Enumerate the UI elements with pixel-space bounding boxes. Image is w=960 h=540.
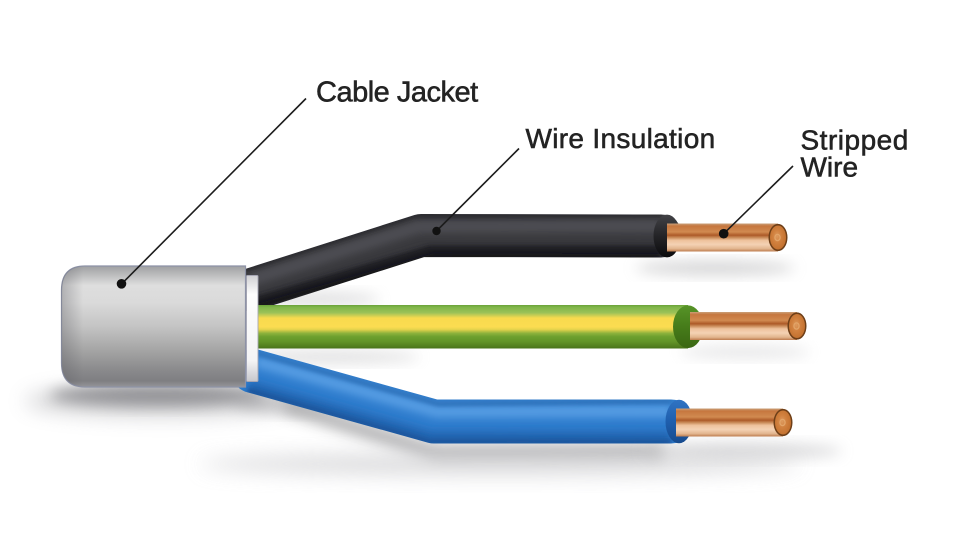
svg-text:Wire Insulation: Wire Insulation (526, 123, 716, 154)
svg-text:Cable Jacket: Cable Jacket (316, 77, 478, 109)
svg-text:Wire: Wire (801, 152, 859, 183)
svg-text:Stripped: Stripped (801, 125, 909, 156)
